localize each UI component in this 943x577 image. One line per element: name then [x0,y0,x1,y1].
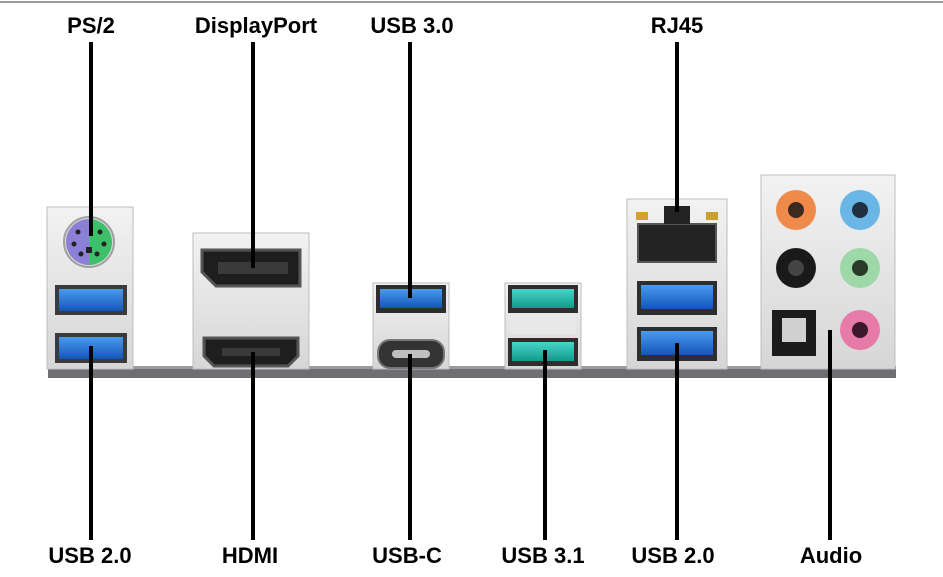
usb30-port-icon [380,289,442,308]
label-usb30: USB 3.0 [370,13,454,38]
label-ps2: PS/2 [67,13,115,38]
label-usbc: USB-C [372,543,442,568]
label-hdmi: HDMI [221,543,279,568]
label-audio: Audio [799,543,863,568]
audio-stack [760,174,896,370]
label-usb20-left: USB 2.0 [48,543,132,568]
usb20-port-icon [59,289,123,311]
label-displayport: DisplayPort [194,13,318,38]
label-rj45: RJ45 [650,13,704,38]
leader-lines [89,42,832,540]
label-usb31: USB 3.1 [501,543,585,568]
usb31-port-icon [512,289,574,308]
rj45-port-icon [637,223,717,263]
label-usb20-right: USB 2.0 [631,543,715,568]
rj45-usb-stack [626,198,728,370]
usb20-port-icon [641,285,713,309]
